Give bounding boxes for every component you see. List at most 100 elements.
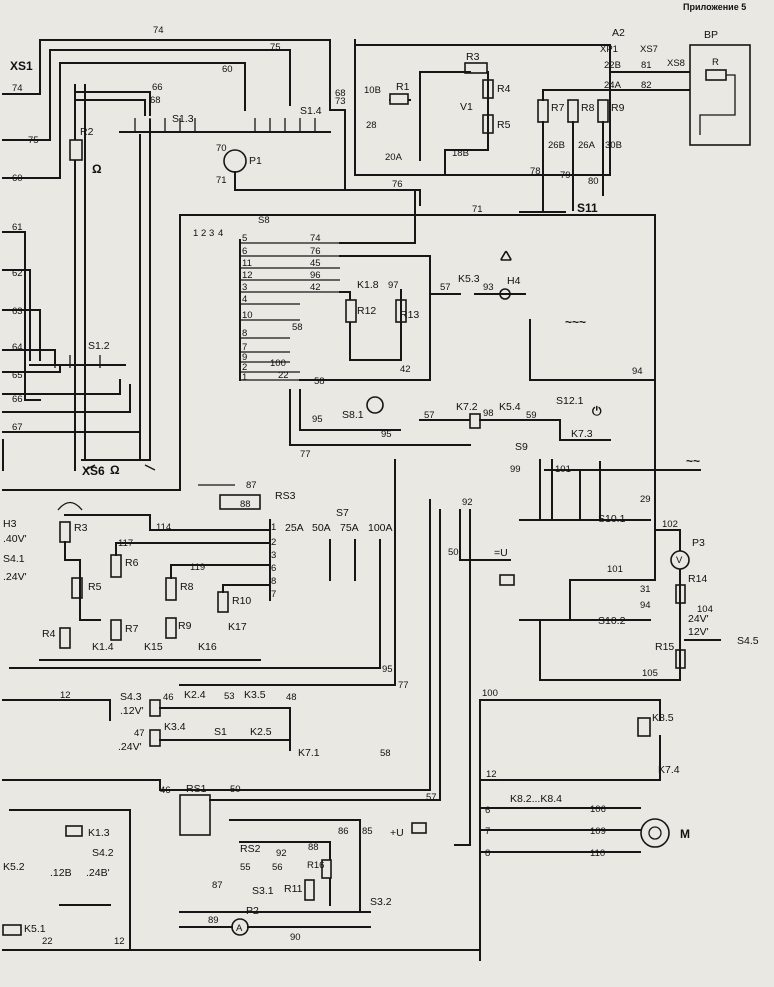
r11-resistor [304,879,315,901]
wire-55: 55 [240,862,251,873]
wire-98: 98 [483,408,494,419]
voltage-12v-right: 12V' [688,626,709,638]
r9-label: R9 [178,620,192,632]
k1-4-label: K1.4 [92,641,114,653]
motor-term-8-label: 8 [485,848,490,859]
wire-95-lower: 95 [382,664,393,675]
s8-term-9: 9 [242,352,247,363]
coil-icon: ~~~ [565,315,586,329]
k8-2-4-label: K8.2...K8.4 [510,793,562,805]
wire-71: 71 [216,175,227,186]
s4-5-label: S4.5 [737,635,759,647]
wire-119: 119 [190,562,205,573]
r2-resistor [69,139,83,161]
rs1-shunt [179,794,211,836]
wire-68: 68 [335,88,346,99]
s9-label: S9 [515,441,528,453]
xs7-label: XS7 [640,44,658,55]
r1-resistor [389,93,409,105]
wire-92-mid: 92 [462,497,473,508]
s4-3-label: S4.3 [120,691,142,703]
k8-5-label: K8.5 [652,712,674,724]
wire-10b: 10B [364,85,381,96]
wire-78: 78 [530,166,541,177]
k1-8-label: K1.8 [357,279,379,291]
s7-label: S7 [336,507,349,519]
wire-58-mid: 58 [314,376,325,387]
xs1-label: XS1 [10,59,33,73]
k16-label: K16 [198,641,217,653]
r6-resistor [110,554,122,578]
voltage-24v-ladder: .24V' [118,741,142,753]
meter-p3-group: V P3 R14 104 24V' 12V' R15 S4.5 105 [539,529,759,681]
s8-wire-76: 76 [310,246,321,257]
current-50a: 50A [312,522,331,534]
bp-r-label: R [712,57,719,68]
supply-connectors: 50 =U 92 [448,497,515,846]
k8-5-coil [637,717,651,737]
left-middle-network: H3 .40V' S4.1 .24V' K5.1 R3 R5 R4 K1.4 1… [3,501,271,661]
wire-86: 86 [338,826,349,837]
s8-wire-42: 42 [310,282,321,293]
wire-66-left: 66 [12,394,23,405]
k7-3-label: K7.3 [571,428,593,440]
r7-label: R7 [125,623,139,635]
minus-u-label: =U [494,547,508,559]
rs3-shunt [219,494,261,510]
r9-top-resistor [597,99,609,123]
wire-90: 90 [290,932,301,943]
s8-term-2: 2 [242,362,247,373]
r6-label: R6 [125,557,139,569]
wire-12-motor: 12 [486,769,497,780]
s8-term-5: 5 [242,233,247,244]
wire-105: 105 [642,668,658,679]
voltage-40v: .40V' [3,533,27,545]
shunt-rs3-s7: 87 88 RS3 1 2 3 6 8 7 S7 25A 50A 75A 100… [9,459,409,691]
r5-top-label: R5 [497,119,511,131]
wire-63: 63 [12,306,23,317]
wire-26b: 26B [548,140,565,151]
wire-60-top: 60 [222,64,233,75]
wire-30b: 30B [605,140,622,151]
wire-57-top: 57 [440,282,451,293]
wire-75-left: 75 [28,135,39,146]
m-label: M [680,827,690,841]
k2-4-coil [149,699,161,717]
wire-71-right: 71 [472,204,483,215]
voltage-12v-ladder: .12V' [120,705,144,717]
r16-resistor [321,859,332,879]
r7-resistor [110,619,122,641]
voltage-24b: .24B' [86,867,110,879]
wire-50-mid: 50 [448,547,459,558]
s7-term-3: 3 [271,550,276,561]
wire-93: 93 [483,282,494,293]
s7-term-1: 1 [271,522,276,533]
bp-sensor: BP R [689,29,751,146]
wire-22-bottom: 22 [42,936,53,947]
wire-22b: 22B [604,60,621,71]
wire-75-top: 75 [270,42,281,53]
s1-4-label: S1.4 [300,105,322,117]
plug-connector-bottom-icon [411,822,427,834]
wire-65: 65 [12,370,23,381]
wire-77-a: 77 [300,449,311,460]
a2-label: A2 [612,27,625,39]
k7-2-coil [469,413,481,429]
motor-circuit: 100 K8.5 K7.4 12 4 6 7 8 K8.2...K8.4 106… [2,688,690,961]
wire-102: 102 [662,519,678,530]
plug-connector-icon [499,574,515,586]
s8-label: S8 [258,215,270,226]
wire-104: 104 [697,604,713,615]
s8-wire-96: 96 [310,270,321,281]
voltage-24v-left: .24V' [3,571,27,583]
wire-46-bottom: 46 [160,785,171,796]
wire-58-lower: 58 [380,748,391,759]
wire-85: 85 [362,826,373,837]
s8-term-6: 6 [242,246,247,257]
wire-26a: 26A [578,140,596,151]
r4-resistor [59,627,71,649]
k7-1-label: K7.1 [298,747,320,759]
wire-77-lower: 77 [398,680,409,691]
r7-top-label: R7 [551,102,565,114]
